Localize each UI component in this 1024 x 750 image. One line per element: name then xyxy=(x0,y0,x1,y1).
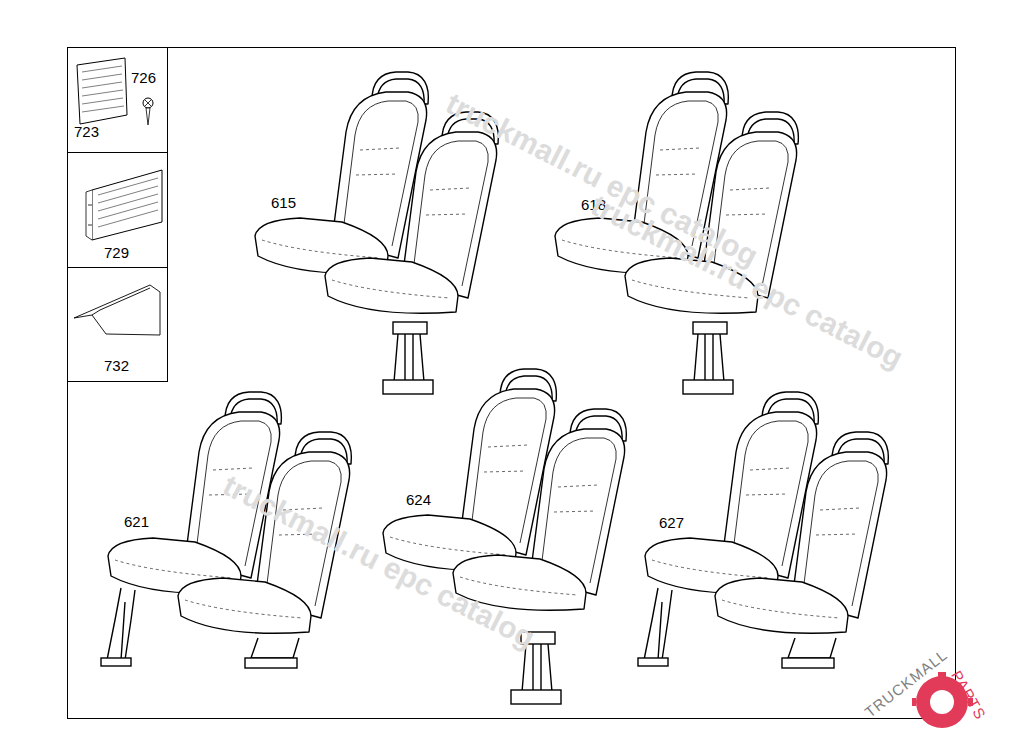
watermark: truckmall.ru epc catalog xyxy=(586,190,907,373)
callout-number: 729 xyxy=(104,245,129,260)
part-cell: 732 xyxy=(67,267,168,382)
watermark: truckmall.ru epc catalog xyxy=(441,88,762,271)
callout-number: 723 xyxy=(74,124,99,139)
callout-number: 624 xyxy=(406,492,431,507)
callout-number: 732 xyxy=(104,358,129,373)
part-cell: 726 723 xyxy=(67,47,168,153)
callout-number: 621 xyxy=(124,514,149,529)
callout-number: 627 xyxy=(659,515,684,530)
logo-text: PARTS xyxy=(949,668,989,722)
part-cell: 729 xyxy=(67,152,168,268)
logo-text: TRUCKMALL xyxy=(862,647,950,720)
watermark: truckmall.ru epc catalog xyxy=(218,470,539,653)
callout-number: 726 xyxy=(131,70,156,85)
callout-number: 615 xyxy=(271,195,296,210)
